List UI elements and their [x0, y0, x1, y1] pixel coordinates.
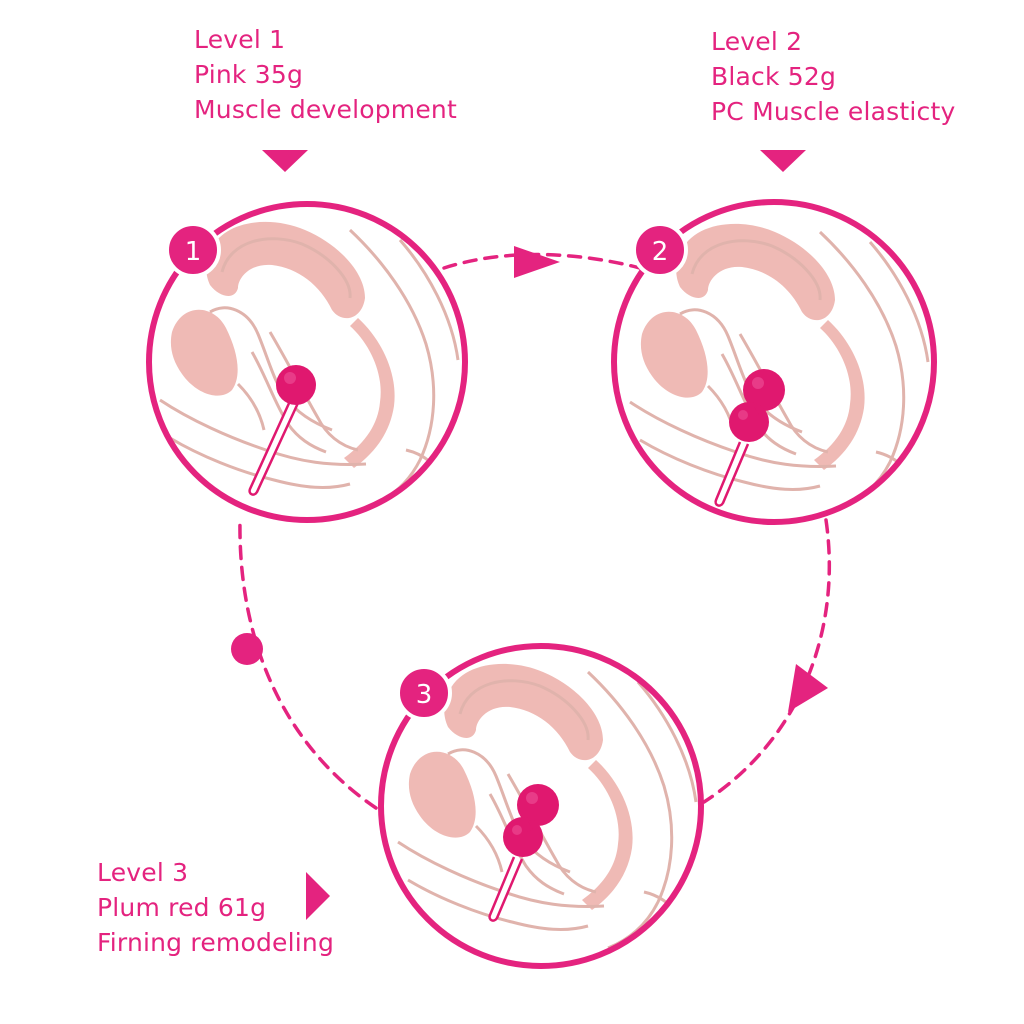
level-2-title: Level 2 — [711, 27, 803, 56]
level-3-spec: Plum red 61g — [97, 893, 267, 922]
level-2-purpose: PC Muscle elasticty — [711, 97, 956, 126]
stage-2-ring — [611, 199, 937, 525]
badge-number-1: 1 — [185, 237, 202, 267]
stage-3-illustration — [378, 643, 704, 969]
triangle-pointer-icon — [306, 872, 330, 920]
stage-1-ring — [146, 201, 468, 523]
triangle-pointer-icon — [760, 150, 806, 172]
number-badge-icon: 3 — [396, 665, 452, 721]
stage-1-illustration — [146, 201, 468, 523]
flow-line-3-to-1 — [238, 518, 378, 810]
stage-3-ring — [378, 643, 704, 969]
level-2-spec: Black 52g — [711, 62, 837, 91]
level-3-caption: Level 3 Plum red 61g Firning remodeling — [97, 855, 334, 960]
triangle-pointer-icon — [262, 150, 308, 172]
stage-2-illustration — [611, 199, 937, 525]
flow-arrow-icon — [514, 246, 560, 278]
level-1-spec: Pink 35g — [194, 60, 304, 89]
badge-number-2: 2 — [652, 237, 669, 267]
level-3-purpose: Firning remodeling — [97, 928, 335, 957]
level-1-purpose: Muscle development — [194, 95, 457, 124]
level-2-caption: Level 2 Black 52g PC Muscle elasticty — [711, 24, 956, 129]
flow-dot-icon — [231, 633, 263, 665]
level-1-title: Level 1 — [194, 25, 286, 54]
flow-line-2-to-3 — [702, 518, 832, 804]
flow-arrow-icon — [788, 664, 828, 712]
number-badge-icon: 1 — [165, 222, 221, 278]
level-3-title: Level 3 — [97, 858, 189, 887]
number-badge-icon: 2 — [632, 222, 688, 278]
badge-number-3: 3 — [416, 680, 433, 710]
level-1-caption: Level 1 Pink 35g Muscle development — [194, 22, 457, 127]
